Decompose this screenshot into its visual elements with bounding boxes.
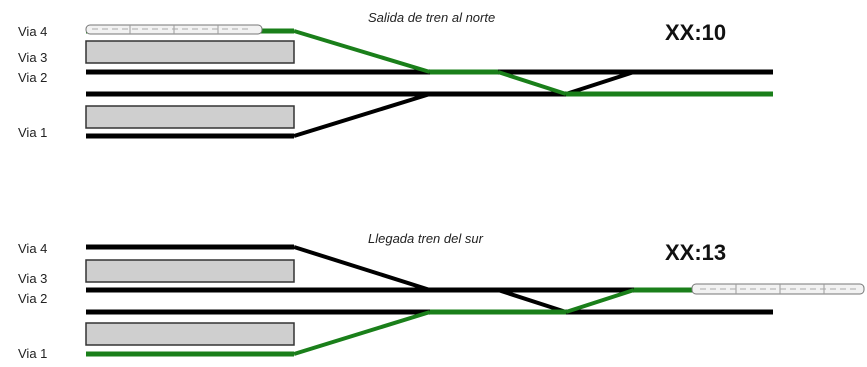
panel-bottom: Via 4 Via 3 Via 2 Via 1 Llegada tren del… <box>18 231 865 361</box>
track-label-via-1: Via 1 <box>18 125 47 140</box>
train-icon <box>691 283 865 295</box>
route-crossover <box>565 288 635 314</box>
crossover <box>565 70 635 96</box>
switch-via-1 <box>293 92 431 138</box>
track-label-via-3: Via 3 <box>18 271 47 286</box>
platform-1-2 <box>85 322 295 346</box>
track-label-via-2: Via 2 <box>18 70 47 85</box>
panel-time: XX:10 <box>665 20 726 45</box>
track-label-via-1: Via 1 <box>18 346 47 361</box>
crossover <box>497 288 567 314</box>
route-switch-1 <box>293 310 431 356</box>
track-label-via-3: Via 3 <box>18 50 47 65</box>
panel-title: Llegada tren del sur <box>368 231 484 246</box>
panel-top: Via 4 Via 3 Via 2 Via 1 Salida de tren a… <box>18 10 773 140</box>
route-switch-4 <box>293 29 431 74</box>
panel-time: XX:13 <box>665 240 726 265</box>
track-label-via-2: Via 2 <box>18 291 47 306</box>
train-icon <box>85 24 263 35</box>
switch-via-4 <box>293 245 431 292</box>
platform-3-4 <box>85 259 295 283</box>
route-crossover <box>497 70 567 96</box>
platform-1-2 <box>85 105 295 129</box>
track-label-via-4: Via 4 <box>18 24 47 39</box>
track-label-via-4: Via 4 <box>18 241 47 256</box>
platform-3-4 <box>85 40 295 64</box>
panel-title: Salida de tren al norte <box>368 10 495 25</box>
